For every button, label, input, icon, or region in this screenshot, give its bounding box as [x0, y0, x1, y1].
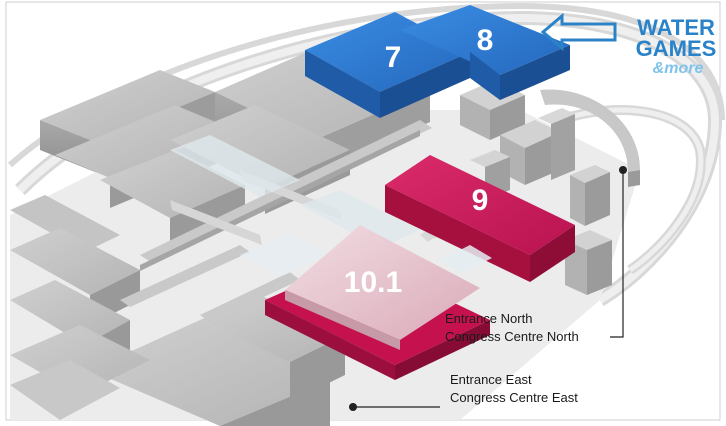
- water-games-logo: WATER GAMES &more: [636, 15, 717, 77]
- hall-7[interactable]: 7: [305, 12, 470, 118]
- congress-centre-east-label: Congress Centre East: [450, 390, 578, 405]
- walkways: [120, 120, 432, 322]
- hall-9[interactable]: 9: [385, 155, 575, 282]
- east-marker: [349, 403, 357, 411]
- hall-10-1[interactable]: 10.1: [265, 225, 490, 380]
- entrance-north-label: Entrance North: [445, 311, 532, 326]
- hall-9-label: 9: [472, 184, 489, 217]
- leader-lines: [355, 170, 624, 408]
- entrance-glass: [440, 245, 492, 273]
- hall-8-label: 8: [477, 24, 494, 57]
- hall-7-label: 7: [385, 41, 402, 74]
- logo-line-water: WATER: [637, 15, 715, 40]
- hall-10-1-label: 10.1: [344, 266, 402, 299]
- arrow-icon: [540, 12, 617, 52]
- hall-8[interactable]: 8: [400, 5, 570, 100]
- congress-centre-north-label: Congress Centre North: [445, 329, 579, 344]
- entrance-east-label: Entrance East: [450, 372, 532, 387]
- logo-line-more: &more: [653, 60, 704, 77]
- north-marker: [619, 166, 627, 174]
- logo-line-games: GAMES: [636, 36, 717, 61]
